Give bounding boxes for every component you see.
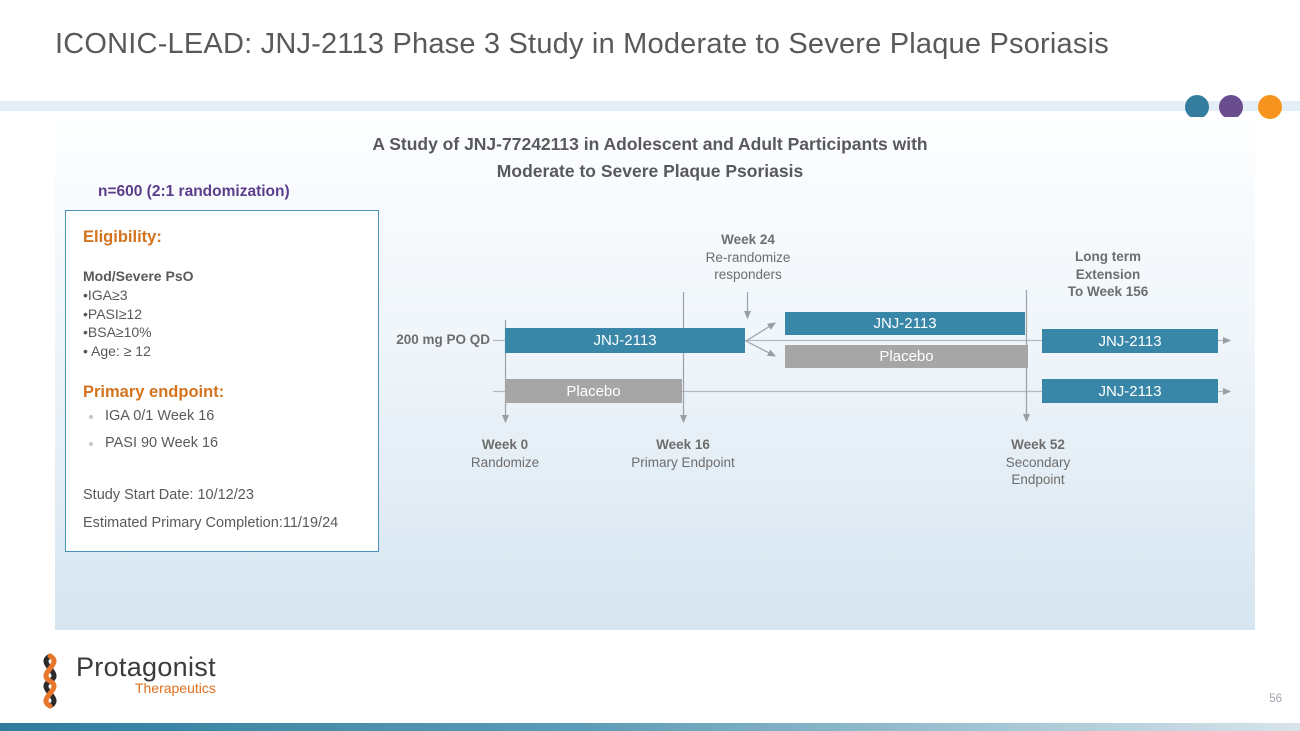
primary-endpoint-list: IGA 0/1 Week 16 PASI 90 Week 16 bbox=[83, 408, 363, 451]
bar-main-placebo: Placebo bbox=[505, 379, 682, 403]
criterion-pasi: •PASI≥12 bbox=[83, 305, 143, 322]
study-subtitle: A Study of JNJ-77242113 in Adolescent an… bbox=[260, 131, 1040, 185]
estimated-completion-date: Estimated Primary Completion:11/19/24 bbox=[83, 515, 339, 531]
bar-main-jnj2113: JNJ-2113 bbox=[505, 328, 745, 353]
week52-subtitle2: Endpoint bbox=[1011, 472, 1065, 487]
milestone-week24: Week 24 Re-randomize responders bbox=[663, 231, 833, 284]
week52-title: Week 52 bbox=[1011, 437, 1065, 452]
lte-line3: To Week 156 bbox=[1067, 284, 1149, 299]
bottom-accent-bar bbox=[0, 723, 1300, 731]
page-number: 56 bbox=[1269, 693, 1282, 705]
criterion-iga: •IGA≥3 bbox=[83, 287, 128, 303]
week24-title: Week 24 bbox=[721, 232, 775, 247]
company-logo: Protagonist Therapeutics bbox=[30, 652, 216, 710]
eligibility-criteria-list: •IGA≥3 •PASI≥12 •BSA≥10% • Age: ≥ 12 bbox=[83, 286, 363, 360]
milestone-week52: Week 52 Secondary Endpoint bbox=[958, 436, 1118, 489]
criterion-age: • Age: ≥ 12 bbox=[83, 342, 151, 359]
week16-subtitle: Primary Endpoint bbox=[631, 454, 735, 470]
accent-band bbox=[0, 101, 1300, 111]
endpoint-pasi: PASI 90 Week 16 bbox=[83, 435, 363, 451]
lte-line1: Long term bbox=[1075, 249, 1141, 264]
study-start-date: Study Start Date: 10/12/23 bbox=[83, 487, 254, 503]
criterion-bsa: •BSA≥10% bbox=[83, 324, 152, 340]
milestone-week0: Week 0 Randomize bbox=[435, 436, 575, 471]
accent-dot-purple bbox=[1219, 95, 1243, 119]
slide-title: ICONIC-LEAD: JNJ-2113 Phase 3 Study in M… bbox=[55, 28, 1109, 60]
accent-dot-teal bbox=[1185, 95, 1209, 119]
study-subtitle-line2: Moderate to Severe Plaque Psoriasis bbox=[496, 161, 804, 181]
accent-dot-orange bbox=[1258, 95, 1282, 119]
population-label: Mod/Severe PsO bbox=[83, 268, 194, 284]
endpoint-iga: IGA 0/1 Week 16 bbox=[83, 408, 363, 424]
week24-line3: responders bbox=[714, 267, 782, 282]
week0-title: Week 0 bbox=[481, 437, 529, 452]
eligibility-box: Eligibility: Mod/Severe PsO •IGA≥3 •PASI… bbox=[65, 210, 379, 552]
dose-label: 200 mg PO QD bbox=[396, 332, 490, 347]
bar-rerandomized-placebo: Placebo bbox=[785, 345, 1028, 368]
dna-helix-icon bbox=[43, 653, 57, 709]
week16-title: Week 16 bbox=[656, 437, 710, 452]
study-subtitle-line1: A Study of JNJ-77242113 in Adolescent an… bbox=[372, 134, 928, 154]
week24-line2: Re-randomize bbox=[705, 249, 791, 265]
week0-subtitle: Randomize bbox=[470, 454, 540, 470]
primary-endpoint-heading: Primary endpoint: bbox=[83, 383, 225, 401]
week52-subtitle1: Secondary bbox=[1005, 454, 1071, 470]
bar-extension-top-jnj2113: JNJ-2113 bbox=[1042, 329, 1218, 353]
lte-line2: Extension bbox=[1075, 266, 1141, 282]
randomization-note: n=600 (2:1 randomization) bbox=[98, 183, 290, 200]
bar-extension-bottom-jnj2113: JNJ-2113 bbox=[1042, 379, 1218, 403]
logo-name: Protagonist bbox=[76, 652, 216, 682]
bar-rerandomized-jnj2113: JNJ-2113 bbox=[785, 312, 1025, 335]
milestone-week16: Week 16 Primary Endpoint bbox=[595, 436, 771, 471]
eligibility-heading: Eligibility: bbox=[83, 228, 162, 246]
logo-subname: Therapeutics bbox=[134, 680, 216, 696]
milestone-long-term-extension: Long term Extension To Week 156 bbox=[1023, 248, 1193, 301]
logo-text: Protagonist Therapeutics bbox=[76, 652, 216, 696]
